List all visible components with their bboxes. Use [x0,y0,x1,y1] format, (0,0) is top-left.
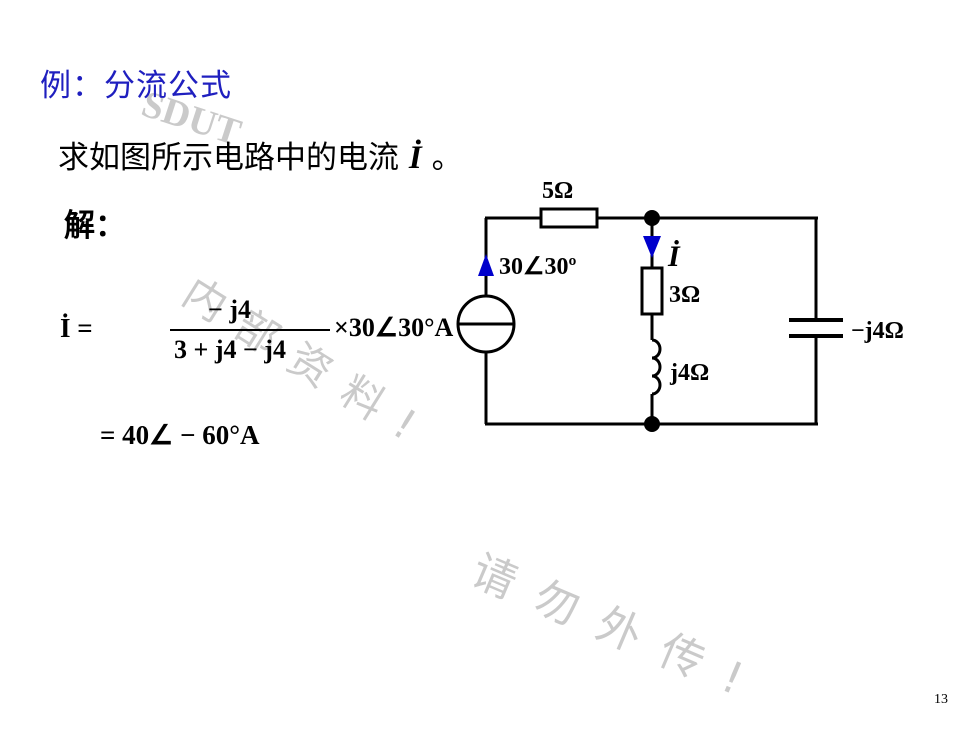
formula-denominator: 3 + j4 − j4 [174,335,286,364]
source-arrow-icon [478,254,494,276]
formula-numerator: − j4 [208,295,251,324]
label-current: İ [667,240,681,273]
resistor-3ohm [640,266,664,316]
formula-multiplier: ×30∠30°A [334,313,454,342]
page-number: 13 [934,692,948,707]
label-j4ohm: j4Ω [669,360,709,386]
current-arrow-icon [643,236,661,258]
question: 求如图所示电路中的电流 İ 。 [58,132,463,177]
label-5ohm: 5Ω [542,178,573,204]
node-bottom [644,416,660,432]
question-text: 求如图所示电路中的电流 [58,140,399,176]
formula-result: = 40∠ − 60°A [100,420,260,450]
resistor-5ohm [539,207,599,229]
inductor-coil [651,338,662,396]
label-3ohm: 3Ω [669,282,700,308]
question-end: 。 [431,140,463,176]
slide-heading: 例：分流公式 [40,68,232,104]
node-top [644,210,660,226]
current-divider-formula: İ = − j4 3 + j4 − j4 ×30∠30°A [60,295,460,375]
solution-label: 解： [64,208,126,244]
fraction-bar [170,329,330,331]
formula-lhs: İ = [60,313,93,343]
label-capacitor: −j4Ω [851,318,904,344]
question-current-var: İ [408,140,422,176]
label-source: 30∠30º [499,254,577,280]
